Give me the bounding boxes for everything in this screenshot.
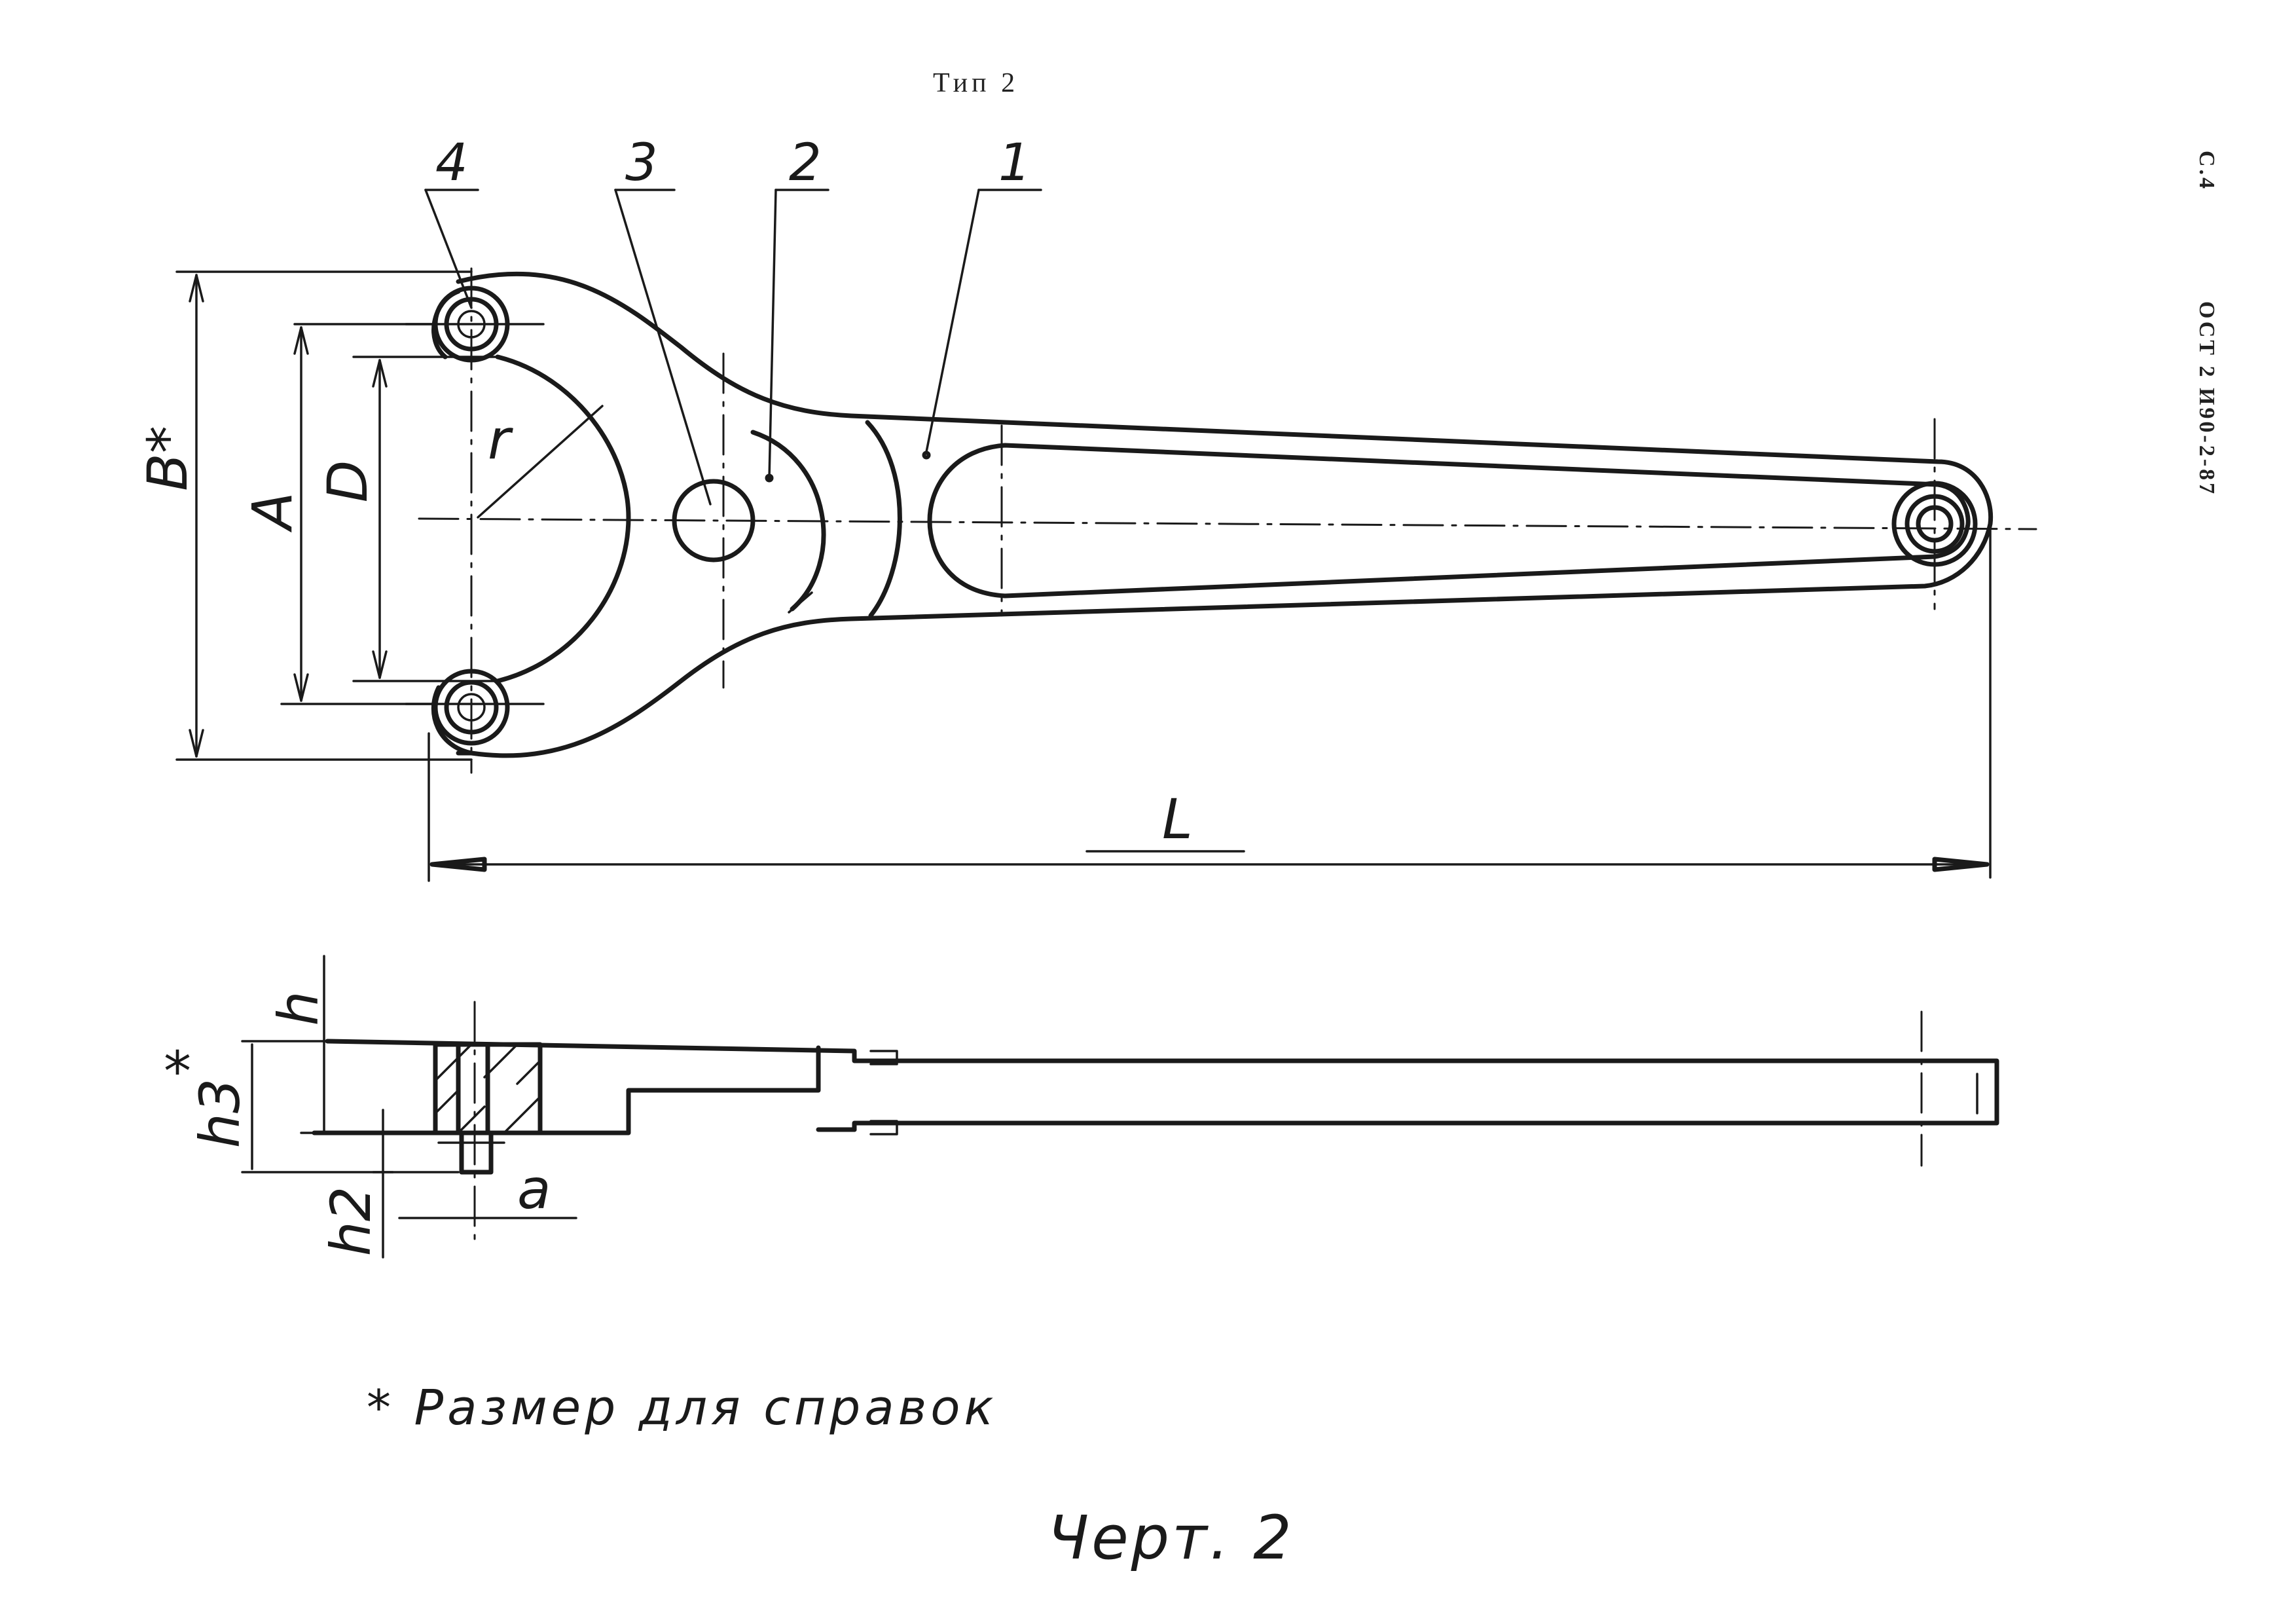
radius-leader	[477, 405, 604, 519]
main-axis	[418, 517, 2037, 530]
dim-L: L	[1162, 787, 1193, 851]
weld-arc	[865, 420, 902, 618]
part-label-2: 2	[789, 134, 822, 193]
dim-h3-star: *	[164, 1039, 191, 1103]
figure-caption: Черт. 2	[1048, 1503, 1294, 1573]
dim-h3: h3	[188, 1079, 252, 1149]
dimension-lines-top	[175, 270, 1992, 882]
dim-h2: h2	[319, 1187, 383, 1257]
wrench-outline	[456, 271, 1994, 758]
side-stamp: С.4 ОСТ 2 И90-2-87	[2195, 151, 2219, 496]
type-label: Тип 2	[933, 68, 1019, 98]
dim-A: А	[240, 492, 304, 532]
dim-h: h	[266, 991, 331, 1025]
part-label-3: 3	[625, 134, 658, 193]
neck-arc-small	[788, 591, 813, 614]
dim-D: D	[316, 460, 380, 503]
dim-a: a	[517, 1157, 551, 1221]
part-leaders	[424, 189, 1042, 506]
wrench-side-view	[312, 1001, 1999, 1246]
footnote: * Размер для справок	[367, 1380, 997, 1436]
dim-r: r	[488, 407, 513, 471]
dim-B: В*	[136, 426, 200, 491]
page-number: С.4	[2195, 151, 2219, 191]
standard-designation: ОСТ 2 И90-2-87	[2195, 301, 2219, 496]
dimension-lines-side	[241, 955, 577, 1259]
neck-arc	[750, 430, 826, 612]
part-label-4: 4	[435, 134, 468, 193]
wrench-jaw-opening	[495, 354, 631, 684]
wrench-top-view	[405, 267, 2037, 774]
part-label-1: 1	[998, 134, 1031, 193]
handle-slot	[927, 443, 1971, 599]
